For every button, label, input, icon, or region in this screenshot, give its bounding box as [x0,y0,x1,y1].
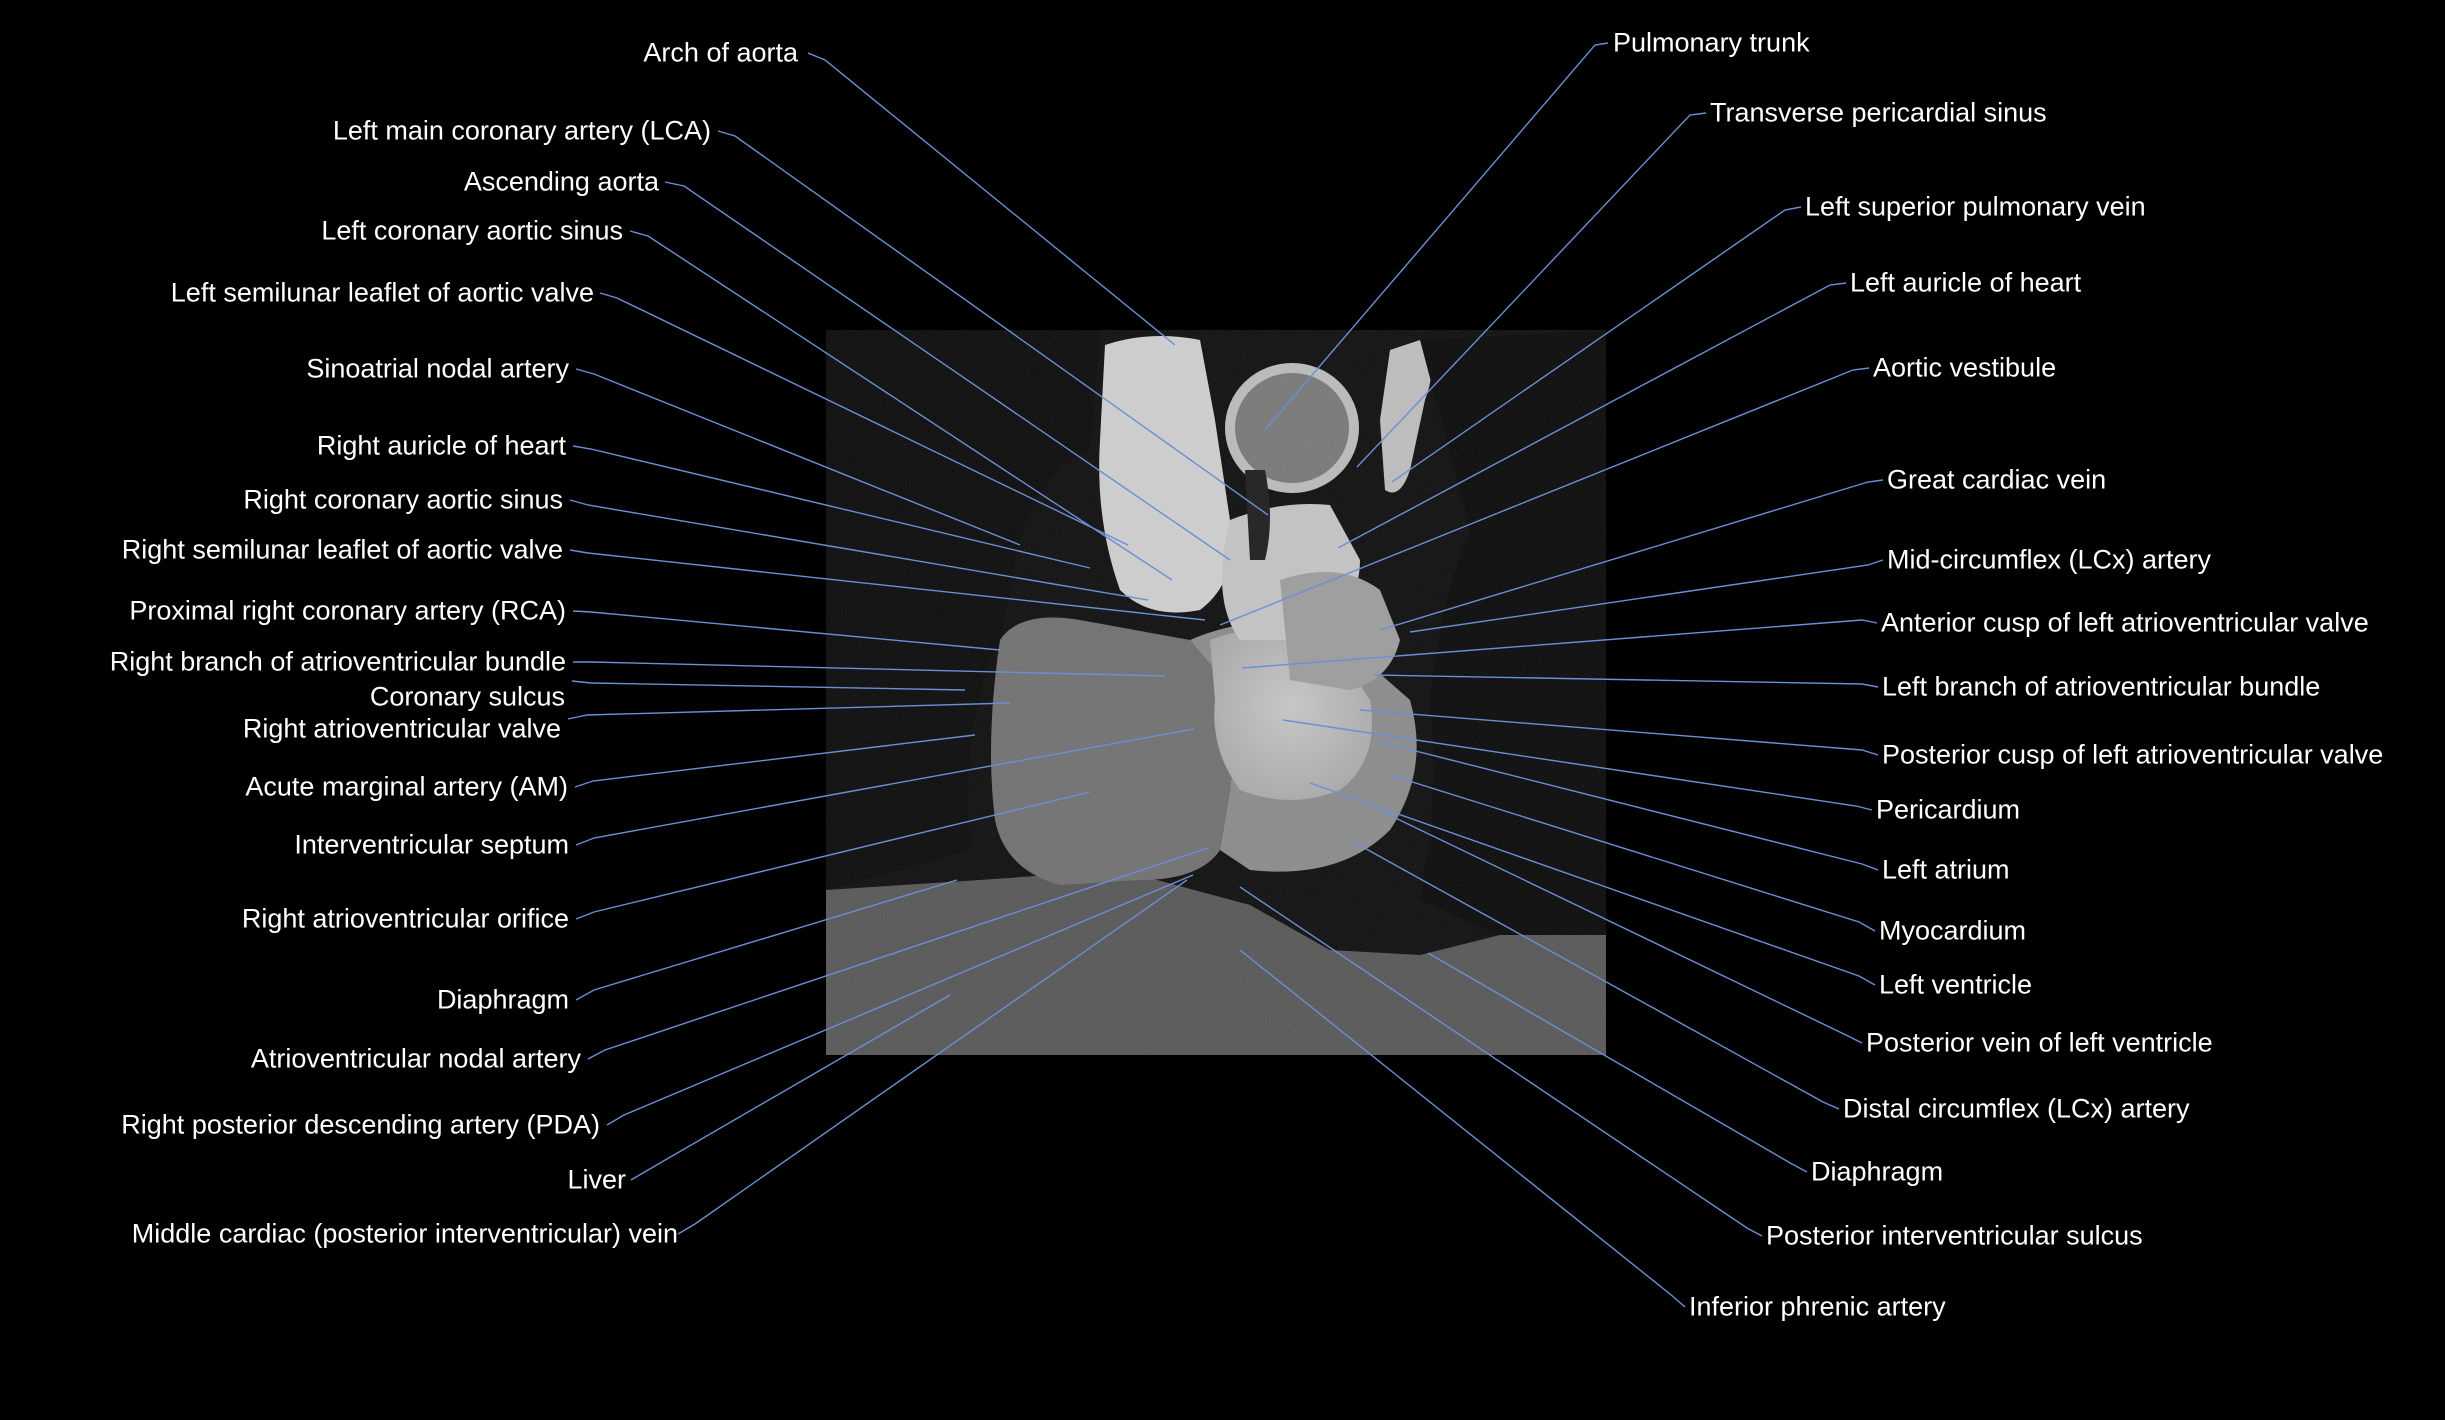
leader-line-left-9 [572,610,1001,651]
leader-line-left-0 [807,52,1176,346]
label-posterior-interventricular-sulcus: Posterior interventricular sulcus [1766,1220,2143,1251]
label-pericardium: Pericardium [1876,794,2021,825]
label-proximal-rca: Proximal right coronary artery (RCA) [129,595,566,626]
label-right-av-orifice: Right atrioventricular orifice [241,903,569,934]
leader-line-left-14 [575,728,1195,846]
leader-line-right-12 [1389,774,1876,932]
leader-line-right-11 [1379,741,1879,871]
leader-line-right-17 [1239,886,1763,1237]
label-right-av-valve: Right atrioventricular valve [242,713,561,744]
leader-line-right-0 [1264,42,1609,431]
label-right-coronary-aortic-sinus: Right coronary aortic sinus [243,484,563,515]
label-right-pda: Right posterior descending artery (PDA) [121,1109,600,1140]
leader-line-left-11 [571,680,966,691]
leader-line-right-18 [1239,949,1686,1308]
label-posterior-cusp-left-av-valve: Posterior cusp of left atrioventricular … [1882,739,2384,770]
label-left-semilunar-leaflet: Left semilunar leaflet of aortic valve [170,277,594,308]
label-diaphragm-left: Diaphragm [436,984,569,1015]
leader-line-right-3 [1337,282,1847,549]
leader-line-left-2 [664,181,1231,561]
leader-line-left-12 [567,702,1011,720]
label-liver: Liver [567,1164,626,1195]
leader-line-right-8 [1374,674,1879,688]
label-arch-of-aorta: Arch of aorta [643,37,798,68]
leader-line-left-5 [575,368,1021,546]
label-myocardium: Myocardium [1879,915,2027,946]
label-distal-circumflex-artery: Distal circumflex (LCx) artery [1843,1093,2190,1124]
label-great-cardiac-vein: Great cardiac vein [1887,464,2107,495]
label-left-branch-av-bundle: Left branch of atrioventricular bundle [1882,671,2321,702]
label-left-ventricle: Left ventricle [1879,969,2033,1000]
leader-line-left-19 [630,994,951,1181]
label-left-main-coronary-artery: Left main coronary artery (LCA) [332,115,711,146]
label-right-auricle-of-heart: Right auricle of heart [316,430,566,461]
label-sinoatrial-nodal-artery: Sinoatrial nodal artery [306,353,569,384]
leader-line-right-10 [1282,719,1873,811]
leader-line-right-7 [1241,619,1878,669]
label-transverse-pericardial-sinus: Transverse pericardial sinus [1710,97,2047,128]
leader-line-left-8 [569,549,1206,621]
leader-line-left-7 [569,499,1149,601]
label-interventricular-septum: Interventricular septum [294,829,569,860]
label-pulmonary-trunk: Pulmonary trunk [1613,27,1810,58]
label-left-atrium: Left atrium [1882,854,2010,885]
label-left-auricle-of-heart: Left auricle of heart [1850,267,2082,298]
leader-line-left-16 [575,879,958,1001]
leader-line-right-5 [1379,479,1884,631]
label-posterior-vein-left-ventricle: Posterior vein of left ventricle [1866,1027,2213,1058]
leader-line-right-2 [1391,206,1802,483]
label-acute-marginal-artery: Acute marginal artery (AM) [245,771,568,802]
leader-line-left-13 [574,734,976,788]
label-inferior-phrenic-artery: Inferior phrenic artery [1689,1291,1946,1322]
leader-line-left-4 [599,292,1129,546]
label-av-nodal-artery: Atrioventricular nodal artery [250,1043,581,1074]
leader-line-right-4 [1219,367,1870,626]
label-middle-cardiac-vein: Middle cardiac (posterior interventricul… [131,1218,678,1249]
leader-line-left-10 [573,661,1166,677]
leader-line-right-1 [1356,112,1707,468]
leader-line-right-16 [1427,952,1808,1173]
label-left-superior-pulmonary-vein: Left superior pulmonary vein [1805,191,2146,222]
leader-line-right-6 [1409,559,1884,633]
leader-line-left-20 [677,879,1188,1235]
leader-line-right-14 [1382,811,1863,1044]
label-mid-circumflex-artery: Mid-circumflex (LCx) artery [1887,544,2212,575]
leader-line-left-3 [629,230,1173,581]
label-ascending-aorta: Ascending aorta [463,166,659,197]
label-diaphragm-right: Diaphragm [1811,1156,1944,1187]
leader-line-left-17 [587,847,1209,1060]
label-left-coronary-aortic-sinus: Left coronary aortic sinus [321,215,623,246]
label-right-semilunar-leaflet: Right semilunar leaflet of aortic valve [121,534,563,565]
leader-line-left-18 [606,874,1194,1126]
leader-line-right-9 [1359,709,1879,756]
leader-line-right-15 [1349,839,1840,1110]
leader-line-left-1 [717,130,1269,516]
leader-line-left-6 [572,445,1091,569]
label-right-branch-av-bundle: Right branch of atrioventricular bundle [109,646,566,677]
label-aortic-vestibule: Aortic vestibule [1873,352,2057,383]
leader-line-left-15 [575,791,1091,920]
leader-line-right-13 [1309,782,1876,986]
label-anterior-cusp-left-av-valve: Anterior cusp of left atrioventricular v… [1881,607,2369,638]
label-coronary-sulcus: Coronary sulcus [369,681,565,712]
